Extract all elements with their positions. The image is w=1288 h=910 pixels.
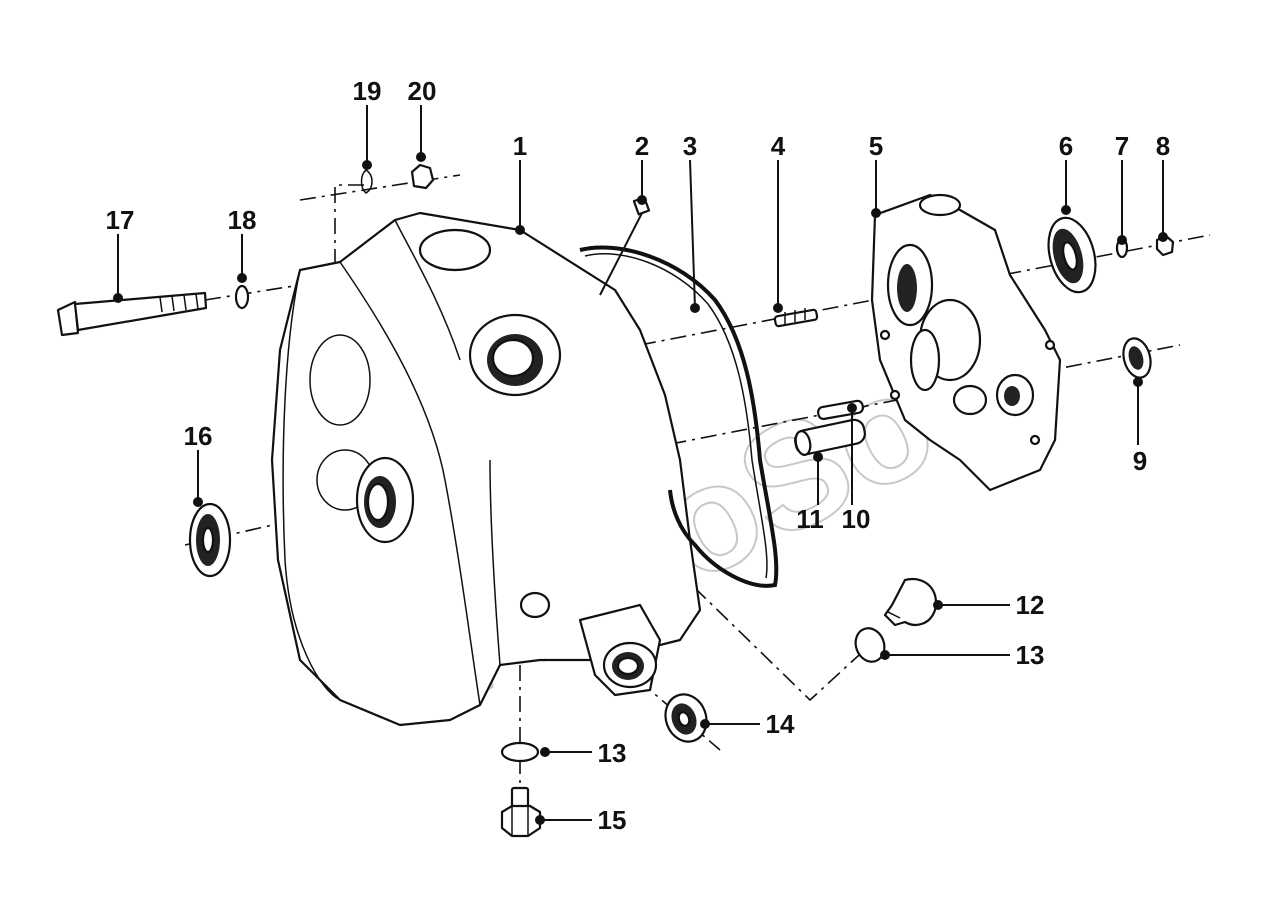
sealing-ring-lower (500, 741, 540, 763)
callout-20: 20 (408, 76, 437, 106)
callout-labels: 1 2 3 4 5 6 7 8 9 10 11 12 13 14 13 15 1… (106, 76, 1171, 835)
shaft-seal-16 (188, 502, 232, 578)
callout-12: 12 (1016, 590, 1045, 620)
callout-14: 14 (766, 709, 795, 739)
callout-5: 5 (869, 131, 883, 161)
callout-15: 15 (598, 805, 627, 835)
callout-16: 16 (184, 421, 213, 451)
callout-8: 8 (1156, 131, 1170, 161)
callout-11: 11 (796, 504, 824, 534)
callout-10: 10 (842, 504, 871, 534)
callout-13-lower: 13 (598, 738, 627, 768)
callout-7: 7 (1115, 131, 1129, 161)
bolt-17 (56, 291, 208, 337)
callout-18: 18 (228, 205, 257, 235)
drain-plug (500, 786, 542, 838)
gasket (579, 245, 779, 588)
shaft-seal-small (1122, 337, 1152, 379)
callout-3: 3 (683, 131, 697, 161)
oil-plug (883, 577, 938, 627)
leader-lines (117, 105, 1164, 821)
callout-2: 2 (635, 131, 649, 161)
callout-1: 1 (513, 131, 527, 161)
shaft-seal-large (1047, 216, 1097, 294)
callout-9: 9 (1133, 446, 1147, 476)
spring-washer-19 (360, 169, 373, 194)
housing-cover (870, 193, 1062, 492)
washer-18 (234, 284, 250, 310)
seal-ring-14 (664, 693, 708, 743)
gearbox-housing (270, 211, 702, 727)
bushing-sleeve (794, 418, 866, 456)
stud-bolt (773, 308, 819, 328)
nut-20 (410, 163, 435, 190)
callout-19: 19 (353, 76, 382, 106)
callout-13-upper: 13 (1016, 640, 1045, 670)
leader-dots (113, 152, 1168, 825)
callout-4: 4 (771, 131, 786, 161)
callout-17: 17 (106, 205, 135, 235)
sealing-ring-upper (854, 627, 886, 663)
callout-6: 6 (1059, 131, 1073, 161)
